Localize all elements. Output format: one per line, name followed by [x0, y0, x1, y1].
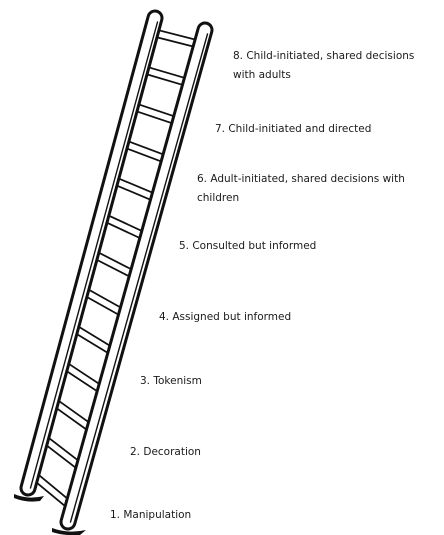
ladder-left-rail: [19, 9, 164, 497]
ladder-right-rail: [59, 21, 214, 531]
ground-shadow: [14, 494, 44, 502]
level-6-label: 6. Adult-initiated, shared decisions wit…: [197, 173, 405, 204]
level-3-label: 3. Tokenism: [140, 375, 202, 387]
level-2-label: 2. Decoration: [130, 446, 201, 458]
level-1-label: 1. Manipulation: [110, 509, 192, 521]
level-7-label: 7. Child-initiated and directed: [215, 123, 372, 135]
ground-shadow: [52, 528, 86, 535]
level-4-label: 4. Assigned but informed: [159, 311, 292, 323]
level-8-label: 8. Child-initiated, shared decisions wit…: [233, 50, 415, 81]
level-5-label: 5. Consulted but informed: [179, 240, 317, 252]
ladder-rung: [146, 27, 206, 50]
